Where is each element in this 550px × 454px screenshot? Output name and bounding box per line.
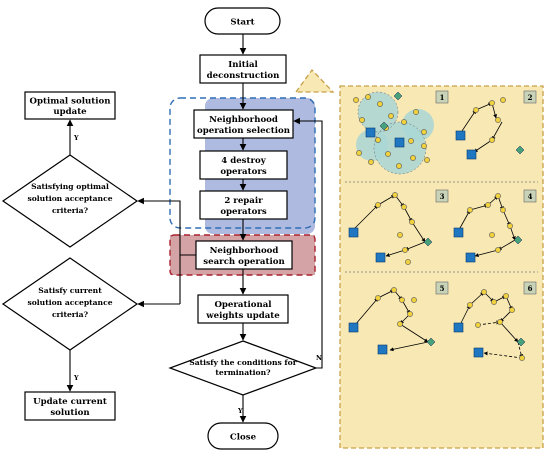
svg-text:Neighborhood: Neighborhood (209, 115, 278, 125)
svg-text:search operation: search operation (203, 257, 285, 267)
yes-label-termination: Y (237, 407, 243, 415)
repair-operators-box: 2 repair operators (199, 190, 288, 220)
svg-text:solution: solution (50, 408, 90, 418)
svg-text:2 repair: 2 repair (224, 196, 263, 206)
svg-text:Satisfying optimal: Satisfying optimal (31, 182, 109, 191)
svg-text:Neighborhood: Neighborhood (210, 246, 279, 256)
weights-update-box: Operational weights update (197, 294, 289, 324)
optimal-acceptance-decision: Satisfying optimal solution acceptance c… (1, 154, 139, 248)
optimal-update-box: Optimal solution update (24, 91, 116, 120)
svg-text:operators: operators (220, 207, 267, 217)
neighborhood-selection-box: Neighborhood operation selection (193, 109, 294, 139)
neighborhood-search-box: Neighborhood search operation (195, 240, 293, 270)
svg-text:update: update (53, 107, 87, 117)
svg-text:criteria?: criteria? (52, 206, 89, 215)
panel-5-routes (348, 287, 436, 355)
svg-text:1: 1 (440, 93, 445, 102)
no-label-termination: N (316, 354, 322, 362)
svg-text:Close: Close (230, 433, 257, 443)
svg-text:Satisfy current: Satisfy current (38, 286, 102, 295)
svg-text:4 destroy: 4 destroy (221, 156, 267, 166)
svg-text:4: 4 (528, 192, 533, 201)
svg-text:Satisfy the conditions for: Satisfy the conditions for (189, 358, 298, 367)
yes-label-optimal: Y (73, 134, 79, 142)
svg-text:Start: Start (230, 18, 254, 28)
panel-3-routes (348, 192, 433, 265)
panel-6-routes (453, 289, 526, 361)
start-node: Start (204, 7, 281, 35)
svg-text:weights update: weights update (205, 311, 280, 321)
destroy-operators-box: 4 destroy operators (199, 150, 288, 180)
svg-text:operation selection: operation selection (197, 126, 291, 136)
initial-deconstruction-box: Initial deconstruction (199, 54, 287, 84)
current-acceptance-decision: Satisfy current solution acceptance crit… (1, 257, 139, 351)
svg-text:solution acceptance: solution acceptance (27, 194, 112, 203)
panel-number-badges: 1 2 3 4 5 6 (435, 90, 537, 295)
yes-label-current: Y (73, 374, 79, 382)
svg-text:solution acceptance: solution acceptance (27, 298, 112, 307)
svg-text:operators: operators (220, 167, 267, 177)
svg-text:Operational: Operational (214, 300, 272, 310)
panel-4-routes (453, 193, 523, 263)
svg-text:3: 3 (440, 192, 445, 201)
update-current-box: Update current solution (24, 391, 116, 421)
svg-text:Initial: Initial (228, 60, 258, 70)
svg-text:termination?: termination? (215, 368, 271, 377)
svg-text:Update current: Update current (33, 397, 107, 407)
close-node: Close (207, 422, 279, 450)
svg-text:deconstruction: deconstruction (207, 71, 280, 81)
flow-connectors (66, 34, 323, 423)
panel-1-clusters (353, 91, 434, 175)
panel-2-routes (455, 97, 525, 160)
svg-text:criteria?: criteria? (52, 310, 89, 319)
svg-text:2: 2 (528, 93, 533, 102)
svg-text:Optimal solution: Optimal solution (30, 97, 112, 107)
termination-decision: Satisfy the conditions for termination? (168, 340, 318, 396)
svg-text:6: 6 (528, 284, 533, 293)
svg-text:5: 5 (440, 284, 445, 293)
